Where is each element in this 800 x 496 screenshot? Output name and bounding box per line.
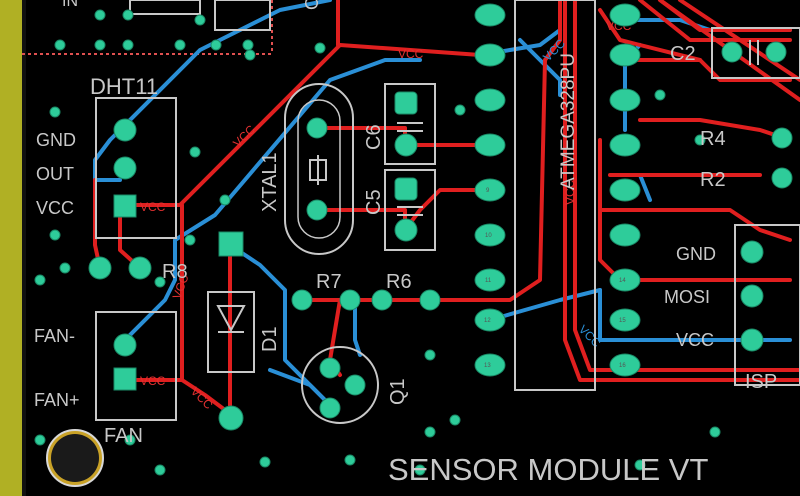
top-component-outline-2: [214, 0, 271, 31]
label-top-partial: C: [302, 0, 322, 10]
label-q1: Q1: [387, 378, 409, 405]
label-fan-plus: FAN+: [34, 390, 80, 410]
label-out: OUT: [36, 164, 74, 184]
pin-number: 11: [485, 278, 492, 284]
label-r8: R8: [162, 261, 188, 283]
pin-number: 13: [484, 363, 491, 369]
label-dht11: DHT11: [90, 74, 158, 99]
label-fan-minus: FAN-: [34, 326, 75, 346]
pin-number: 9: [486, 188, 490, 194]
pin-number: 10: [485, 233, 492, 239]
label-vcc: VCC: [36, 198, 74, 218]
label-isp-mosi: MOSI: [664, 287, 710, 307]
c5-outline: [384, 169, 436, 251]
component-symbols: [216, 40, 759, 333]
net-label-vcc: VCC: [398, 47, 424, 61]
board-title: SENSOR MODULE VT: [388, 452, 708, 487]
label-isp: ISP: [745, 371, 777, 393]
c2-outline: [711, 27, 800, 79]
label-d1: D1: [259, 326, 281, 352]
label-r6: R6: [386, 271, 412, 293]
fan-outline: [95, 311, 177, 421]
dht11-outline: [95, 97, 177, 239]
silkscreen-text: DHT11 GND OUT VCC R8 FAN- FAN+ FAN XTAL1…: [34, 0, 777, 487]
top-component-outline: [129, 0, 201, 15]
label-mcu: ATMEGA328PU: [558, 53, 579, 190]
net-label-vcc: VCC: [563, 179, 577, 205]
label-c5: C5: [363, 189, 385, 215]
label-gnd: GND: [36, 130, 76, 150]
xtal1-inner: [297, 99, 341, 239]
label-isp-vcc: VCC: [676, 330, 714, 350]
net-label-vcc: VCC: [140, 200, 166, 214]
label-top-left-partial: IN: [62, 0, 78, 10]
pin-number: 12: [484, 318, 491, 324]
pads: [34, 3, 793, 476]
d1-outline: [207, 291, 255, 373]
silkscreen-outlines: [95, 0, 800, 424]
label-r7: R7: [316, 271, 342, 293]
net-labels: VCC VCC VCC VCC VCC VCC VCC VCC VCC VCC: [140, 19, 632, 412]
label-r4: R4: [700, 128, 726, 150]
board-outline: [0, 0, 273, 496]
mcu-outline: [514, 0, 596, 391]
c6-outline: [384, 83, 436, 165]
pin-number: 15: [619, 318, 626, 324]
mcu-pin-numbers: 9 10 11 12 13 14 15 16: [484, 188, 626, 369]
label-r2: R2: [700, 169, 726, 191]
xtal1-outline: [284, 83, 354, 255]
label-c6: C6: [363, 124, 385, 150]
pin-number: 16: [619, 363, 626, 369]
label-c2: C2: [670, 43, 696, 65]
q1-outline: [301, 346, 379, 424]
isp-outline: [734, 224, 800, 386]
mounting-hole-inner: [51, 434, 99, 482]
pin-number: 14: [619, 278, 626, 284]
label-fan: FAN: [104, 425, 143, 447]
net-label-vcc: VCC: [140, 374, 166, 388]
label-xtal1: XTAL1: [259, 152, 281, 212]
label-isp-gnd: GND: [676, 244, 716, 264]
